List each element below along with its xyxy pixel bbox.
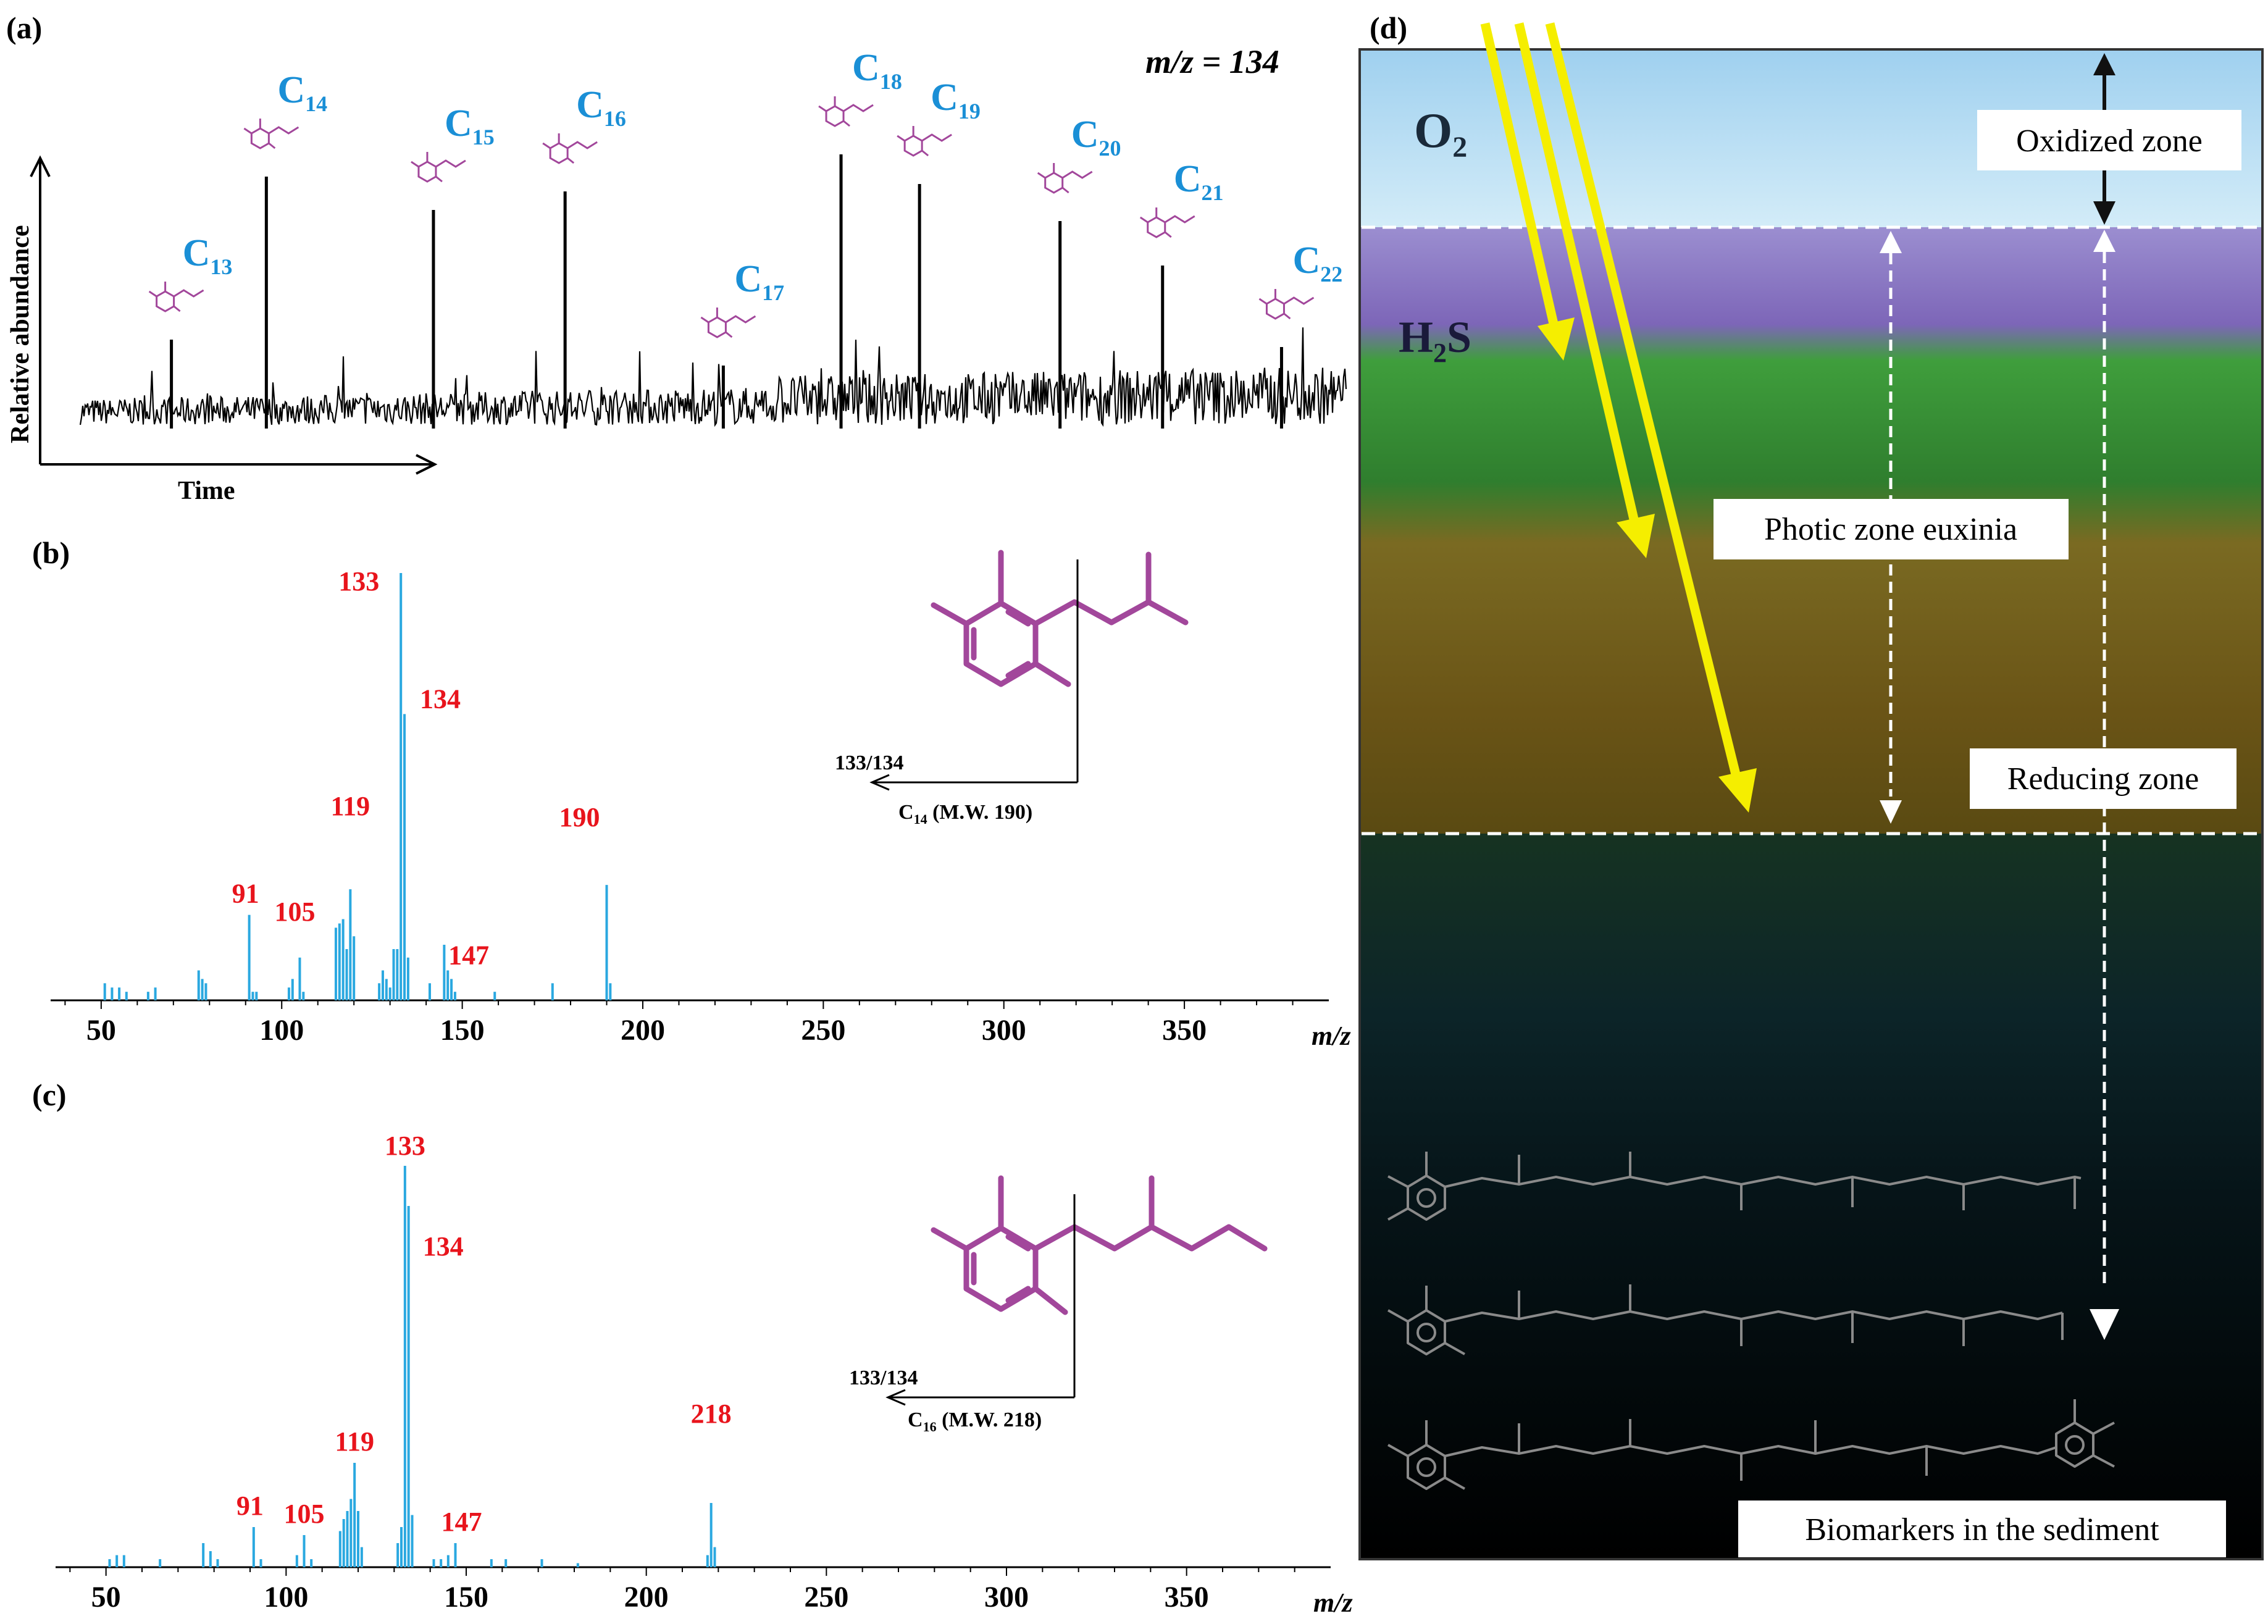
fragment-note-c: 133/134 bbox=[849, 1367, 918, 1389]
homolog-label: C17 bbox=[734, 258, 784, 305]
compound-b: C14 (M.W. 190) bbox=[898, 801, 1032, 827]
panel-c-label: (c) bbox=[32, 1078, 67, 1112]
panel-a-annotation: m/z = 134 bbox=[1145, 43, 1279, 80]
x-axis-label: m/z bbox=[1312, 1021, 1351, 1051]
peak-label: 91 bbox=[232, 879, 259, 909]
zone-extent-arrows bbox=[1889, 252, 2106, 1284]
x-tick-label: 100 bbox=[264, 1581, 308, 1614]
peak-label: 105 bbox=[274, 897, 315, 927]
diagram-frame bbox=[1358, 48, 2264, 1560]
photic-zone-box bbox=[1714, 499, 2069, 559]
photic-zone-label: Photic zone euxinia bbox=[1764, 512, 2017, 547]
panel-d-label: (d) bbox=[1370, 10, 1407, 45]
oxidized-zone-label: Oxidized zone bbox=[2016, 123, 2203, 159]
structure-c14 bbox=[931, 550, 1189, 687]
panel-a-label: (a) bbox=[6, 10, 42, 45]
peak-structure-icon bbox=[1037, 163, 1093, 194]
peak-label: 133 bbox=[338, 566, 379, 596]
chromatogram-trace bbox=[79, 327, 1347, 427]
x-tick-label: 300 bbox=[982, 1014, 1026, 1047]
biomarker-structures bbox=[1387, 1152, 2115, 1490]
peak-structure-icon bbox=[542, 133, 598, 164]
x-tick-label: 50 bbox=[91, 1581, 121, 1614]
homolog-label: C18 bbox=[852, 47, 902, 94]
peak-structure-icon bbox=[243, 119, 299, 149]
peak-structure-icon bbox=[1258, 289, 1315, 320]
biomarkers-label: Biomarkers in the sediment bbox=[1805, 1512, 2159, 1547]
panel-a-ylabel: Relative abundance bbox=[6, 225, 35, 443]
homolog-label: C15 bbox=[445, 103, 495, 149]
peak-label: 147 bbox=[441, 1507, 482, 1537]
x-tick-label: 150 bbox=[444, 1581, 488, 1614]
peak-structure-icon bbox=[818, 96, 874, 127]
panel-a-chromatogram: (a) m/z = 134 Time Relative abundance C1… bbox=[6, 10, 1347, 505]
fragmentation-b bbox=[869, 559, 1079, 791]
panel-d-diagram: (d) O2 H2S bbox=[1358, 10, 2264, 1560]
biomarker-3 bbox=[1387, 1399, 2115, 1490]
sunlight-arrowheads bbox=[1538, 317, 1757, 813]
panel-c-mass-spectrum: (c) 50 100 150 200 250 300 350 m/z 133 134 119 91 10… bbox=[32, 1078, 1353, 1618]
peak-structure-icon bbox=[411, 152, 466, 183]
x-tick-label: 100 bbox=[259, 1014, 304, 1047]
peak-label: 119 bbox=[331, 791, 370, 821]
homolog-label: C14 bbox=[277, 69, 327, 116]
homolog-label: C19 bbox=[931, 77, 981, 123]
panel-b-mass-spectrum: (b) 50 100 150 200 250 300 350 m/z 133 134 119 91 10… bbox=[32, 535, 1351, 1051]
peak-label: 190 bbox=[559, 802, 600, 832]
sunlight-rays bbox=[1480, 22, 1743, 785]
spectrum-b: 50 100 150 200 250 300 350 m/z 133 134 119 91 105 147… bbox=[51, 566, 1351, 1051]
reducing-zone-box bbox=[1970, 748, 2237, 809]
panel-a-axes bbox=[30, 155, 438, 475]
peak-label: 134 bbox=[423, 1231, 464, 1262]
x-tick-label: 300 bbox=[984, 1581, 1029, 1614]
reducing-zone-label: Reducing zone bbox=[2007, 761, 2199, 797]
x-tick-label: 350 bbox=[1165, 1581, 1209, 1614]
panel-b-label: (b) bbox=[32, 535, 70, 570]
peak-label: 218 bbox=[691, 1399, 732, 1429]
homolog-label: C21 bbox=[1174, 158, 1224, 205]
deep-layer bbox=[1360, 834, 2262, 1559]
x-tick-label: 250 bbox=[801, 1014, 845, 1047]
peak-structure-icon bbox=[148, 282, 204, 312]
homolog-label: C13 bbox=[183, 232, 233, 279]
peak-label: 119 bbox=[335, 1426, 374, 1457]
biomarkers-box bbox=[1738, 1501, 2226, 1557]
x-tick-label: 200 bbox=[621, 1014, 665, 1047]
h2s-label: H2S bbox=[1399, 312, 1471, 368]
peak-structure-icon bbox=[700, 308, 756, 338]
homolog-label: C16 bbox=[576, 84, 626, 131]
fragmentation-c bbox=[885, 1194, 1076, 1406]
x-tick-label: 350 bbox=[1162, 1014, 1207, 1047]
panel-a-xlabel: Time bbox=[178, 477, 235, 505]
homolog-label: C22 bbox=[1292, 240, 1342, 287]
fragment-note-b: 133/134 bbox=[835, 751, 903, 774]
oxidized-arrowheads bbox=[2093, 53, 2115, 225]
x-axis-label: m/z bbox=[1313, 1588, 1353, 1618]
zone-arrowheads bbox=[1880, 230, 2119, 1340]
structure-c16 bbox=[931, 1175, 1268, 1315]
peak-label: 91 bbox=[236, 1491, 264, 1521]
peak-label: 147 bbox=[448, 940, 489, 970]
peak-structure-icon bbox=[1139, 207, 1195, 238]
homolog-label: C20 bbox=[1071, 114, 1121, 161]
biomarker-2 bbox=[1387, 1284, 2064, 1355]
compound-c: C16 (M.W. 218) bbox=[908, 1408, 1042, 1434]
o2-label: O2 bbox=[1414, 104, 1467, 164]
x-tick-label: 250 bbox=[804, 1581, 848, 1614]
zone-boundaries bbox=[1362, 225, 2261, 835]
x-tick-label: 150 bbox=[440, 1014, 485, 1047]
x-tick-label: 50 bbox=[86, 1014, 116, 1047]
peak-label: 133 bbox=[385, 1131, 425, 1161]
peak-label: 105 bbox=[284, 1499, 325, 1529]
oxidized-zone-box bbox=[1977, 110, 2241, 170]
x-tick-label: 200 bbox=[624, 1581, 669, 1614]
spectrum-c: 50 100 150 200 250 300 350 m/z 133 134 119 91 105 147… bbox=[56, 1131, 1353, 1618]
biomarker-1 bbox=[1387, 1152, 2082, 1221]
peak-label: 134 bbox=[420, 684, 461, 714]
peak-structure-icon bbox=[897, 126, 952, 157]
